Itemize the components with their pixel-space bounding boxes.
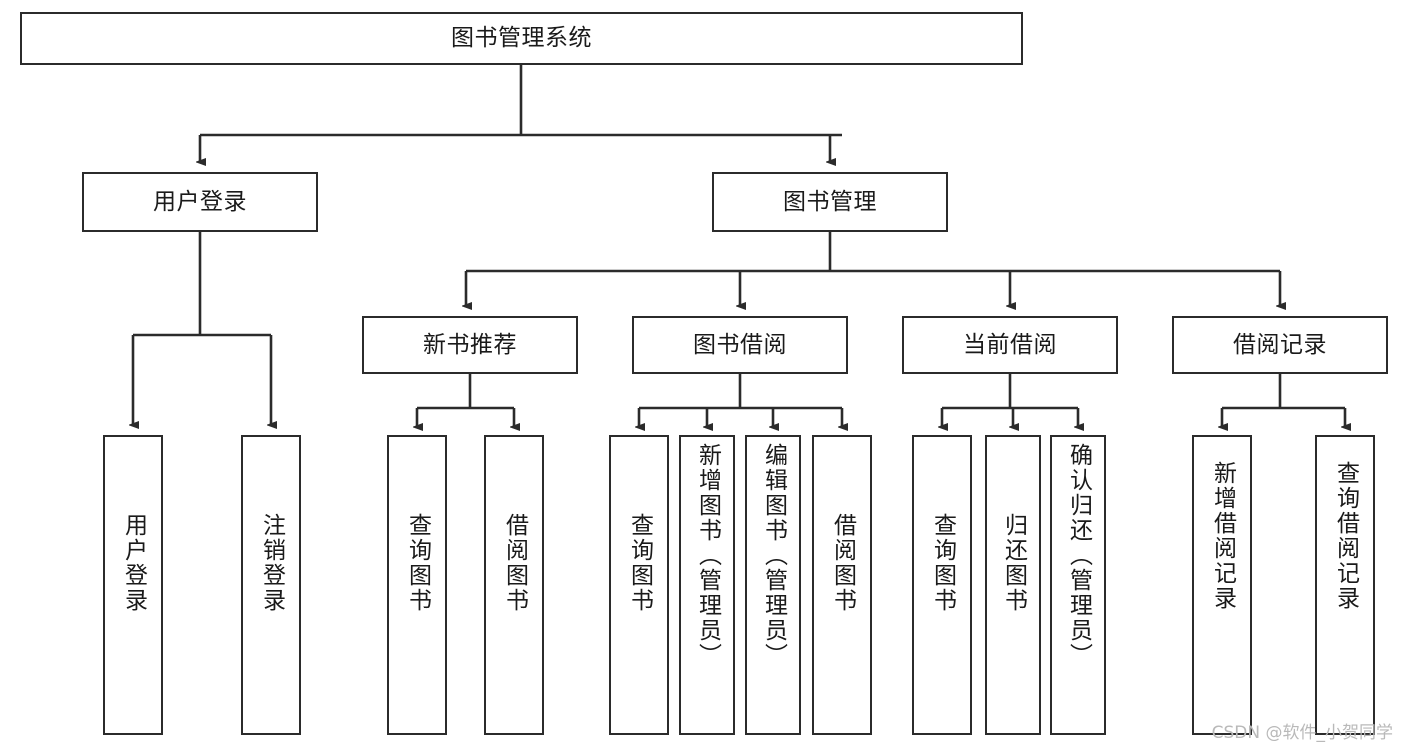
node-root-label: 图书管理系统 [451, 25, 592, 52]
node-book-borrow[interactable]: 图书借阅 [632, 316, 848, 374]
node-leaf-borrow-book-label: 借阅图书 [829, 513, 856, 613]
node-leaf-add-book-label: 新增图书（管理员） [694, 443, 721, 668]
node-leaf-confirm-return-label: 确认归还（管理员） [1065, 443, 1092, 668]
node-leaf-borrow-book-recommend-label: 借阅图书 [501, 513, 528, 613]
node-new-book-recommend[interactable]: 新书推荐 [362, 316, 578, 374]
node-leaf-user-login-label: 用户登录 [120, 513, 147, 613]
node-leaf-return-book-label: 归还图书 [1000, 513, 1027, 613]
node-book-borrow-label: 图书借阅 [693, 331, 787, 358]
node-leaf-return-book[interactable]: 归还图书 [985, 435, 1041, 735]
node-current-borrow[interactable]: 当前借阅 [902, 316, 1118, 374]
node-leaf-add-book[interactable]: 新增图书（管理员） [679, 435, 735, 735]
node-leaf-query-book-borrow-label: 查询图书 [626, 513, 653, 613]
node-user-login-label: 用户登录 [153, 188, 247, 215]
node-leaf-add-borrow-record[interactable]: 新增借阅记录 [1192, 435, 1252, 735]
node-leaf-edit-book-label: 编辑图书（管理员） [760, 443, 787, 668]
node-leaf-query-borrow-record-label: 查询借阅记录 [1332, 461, 1359, 611]
node-leaf-query-book-recommend[interactable]: 查询图书 [387, 435, 447, 735]
node-leaf-query-book-borrow[interactable]: 查询图书 [609, 435, 669, 735]
node-leaf-edit-book[interactable]: 编辑图书（管理员） [745, 435, 801, 735]
csdn-watermark: CSDN @软件_小贺同学 [1211, 723, 1393, 743]
node-leaf-user-logout-label: 注销登录 [258, 513, 285, 613]
node-leaf-borrow-book-recommend[interactable]: 借阅图书 [484, 435, 544, 735]
node-current-borrow-label: 当前借阅 [963, 331, 1057, 358]
node-leaf-query-book-current[interactable]: 查询图书 [912, 435, 972, 735]
node-root[interactable]: 图书管理系统 [20, 12, 1023, 65]
node-leaf-query-book-current-label: 查询图书 [929, 513, 956, 613]
node-leaf-query-borrow-record[interactable]: 查询借阅记录 [1315, 435, 1375, 735]
node-borrow-record-label: 借阅记录 [1233, 331, 1327, 358]
node-book-management-label: 图书管理 [783, 188, 877, 215]
node-leaf-confirm-return[interactable]: 确认归还（管理员） [1050, 435, 1106, 735]
node-leaf-borrow-book[interactable]: 借阅图书 [812, 435, 872, 735]
node-user-login[interactable]: 用户登录 [82, 172, 318, 232]
node-book-management[interactable]: 图书管理 [712, 172, 948, 232]
node-leaf-add-borrow-record-label: 新增借阅记录 [1209, 461, 1236, 611]
node-leaf-user-login[interactable]: 用户登录 [103, 435, 163, 735]
node-leaf-query-book-recommend-label: 查询图书 [404, 513, 431, 613]
node-borrow-record[interactable]: 借阅记录 [1172, 316, 1388, 374]
node-leaf-user-logout[interactable]: 注销登录 [241, 435, 301, 735]
node-new-book-recommend-label: 新书推荐 [423, 331, 517, 358]
